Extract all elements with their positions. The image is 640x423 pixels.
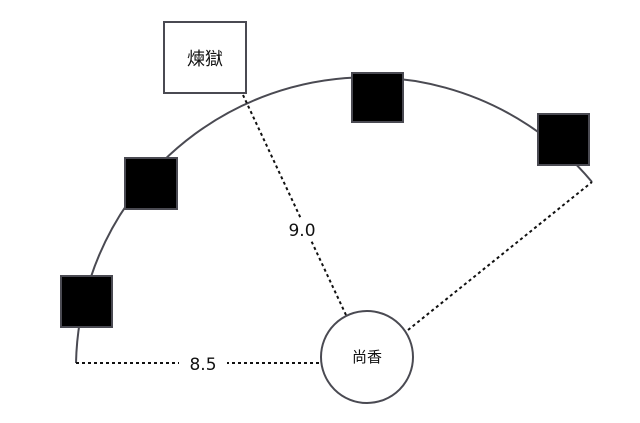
marker-square-1[interactable] [60, 275, 113, 328]
center-node-label: 尚香 [352, 348, 382, 366]
target-distance-line [242, 94, 347, 316]
radius-label-bg [179, 351, 227, 375]
marker-square-4[interactable] [537, 113, 590, 166]
radius-label: 8.5 [189, 355, 216, 375]
target-distance-label-bg [281, 218, 323, 240]
target-node-label: 煉獄 [187, 49, 223, 70]
target-distance-label: 9.0 [288, 221, 315, 241]
marker-square-2[interactable] [124, 157, 178, 210]
radius-line-right [407, 181, 593, 331]
target-node-box[interactable] [163, 21, 247, 94]
range-arc [75, 76, 593, 364]
center-node-circle[interactable] [320, 310, 414, 404]
marker-square-3[interactable] [351, 72, 404, 123]
